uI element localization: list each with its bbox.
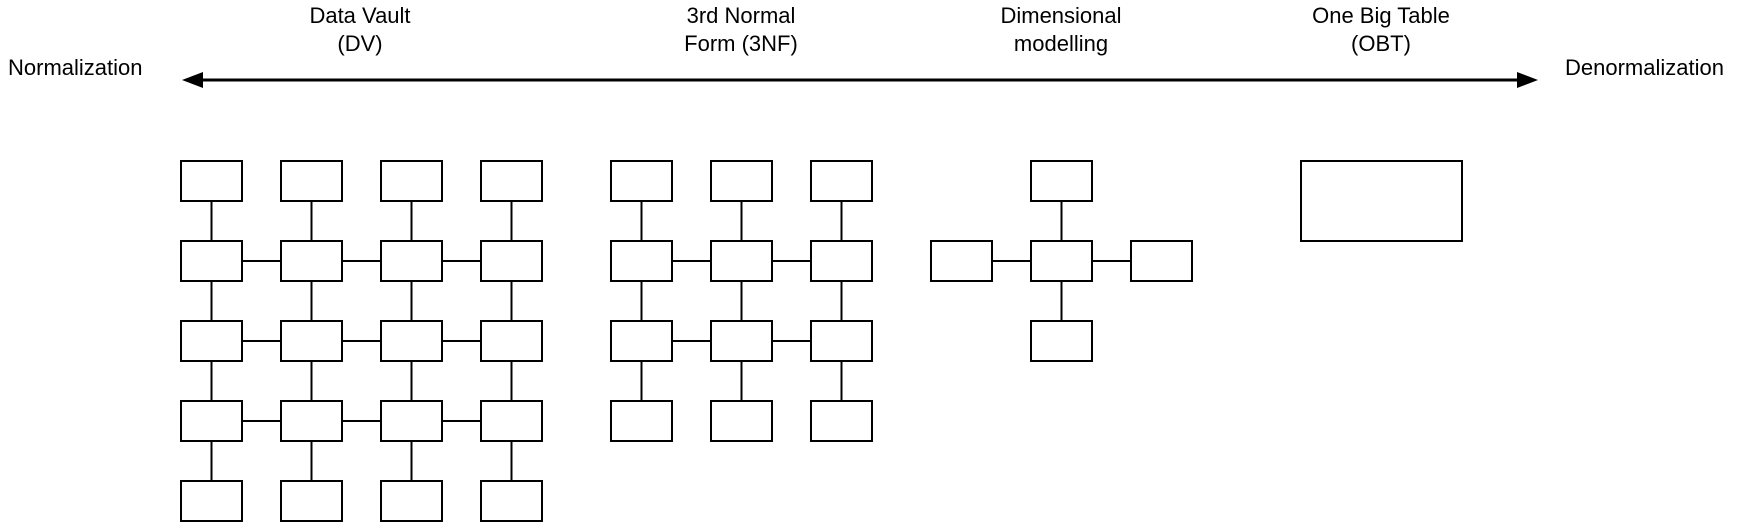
table-box <box>180 400 243 442</box>
third-normal-form-diagram <box>610 160 873 442</box>
table-box <box>180 320 243 362</box>
table-box <box>380 480 443 522</box>
table-box <box>280 480 343 522</box>
table-box <box>710 320 773 362</box>
one-big-table-label: One Big Table (OBT) <box>1312 3 1450 56</box>
table-box <box>1130 240 1193 282</box>
table-box <box>180 480 243 522</box>
table-box <box>610 320 673 362</box>
table-box <box>610 240 673 282</box>
table-box <box>480 400 543 442</box>
table-box <box>930 240 993 282</box>
table-box <box>1030 240 1093 282</box>
table-box <box>280 320 343 362</box>
dimensional-modelling-label: Dimensional modelling <box>1000 3 1122 56</box>
table-box <box>810 160 873 202</box>
data-vault-diagram <box>180 160 543 522</box>
table-box <box>710 240 773 282</box>
table-box <box>280 160 343 202</box>
table-box <box>1030 160 1093 202</box>
table-box <box>1030 320 1093 362</box>
table-box <box>480 240 543 282</box>
table-box <box>710 160 773 202</box>
normalization-label: Normalization <box>8 55 143 80</box>
table-box <box>810 400 873 442</box>
arrow-head-left-icon <box>182 72 203 88</box>
table-box <box>480 480 543 522</box>
table-box <box>380 400 443 442</box>
data-vault-label: Data Vault (DV) <box>309 3 411 56</box>
table-box <box>280 400 343 442</box>
table-box <box>380 240 443 282</box>
dimensional-modelling-diagram <box>930 160 1193 362</box>
table-box <box>180 240 243 282</box>
table-box <box>380 160 443 202</box>
third-normal-form-label: 3rd Normal Form (3NF) <box>684 3 798 56</box>
table-box <box>380 320 443 362</box>
spectrum-arrow <box>182 72 1538 88</box>
table-box <box>1300 160 1463 242</box>
table-box <box>280 240 343 282</box>
one-big-table-diagram <box>1300 160 1463 242</box>
table-box <box>610 160 673 202</box>
table-box <box>610 400 673 442</box>
table-box <box>710 400 773 442</box>
table-box <box>180 160 243 202</box>
denormalization-label: Denormalization <box>1565 55 1724 80</box>
table-box <box>810 240 873 282</box>
table-box <box>480 160 543 202</box>
table-box <box>480 320 543 362</box>
arrow-head-right-icon <box>1517 72 1538 88</box>
table-box <box>810 320 873 362</box>
